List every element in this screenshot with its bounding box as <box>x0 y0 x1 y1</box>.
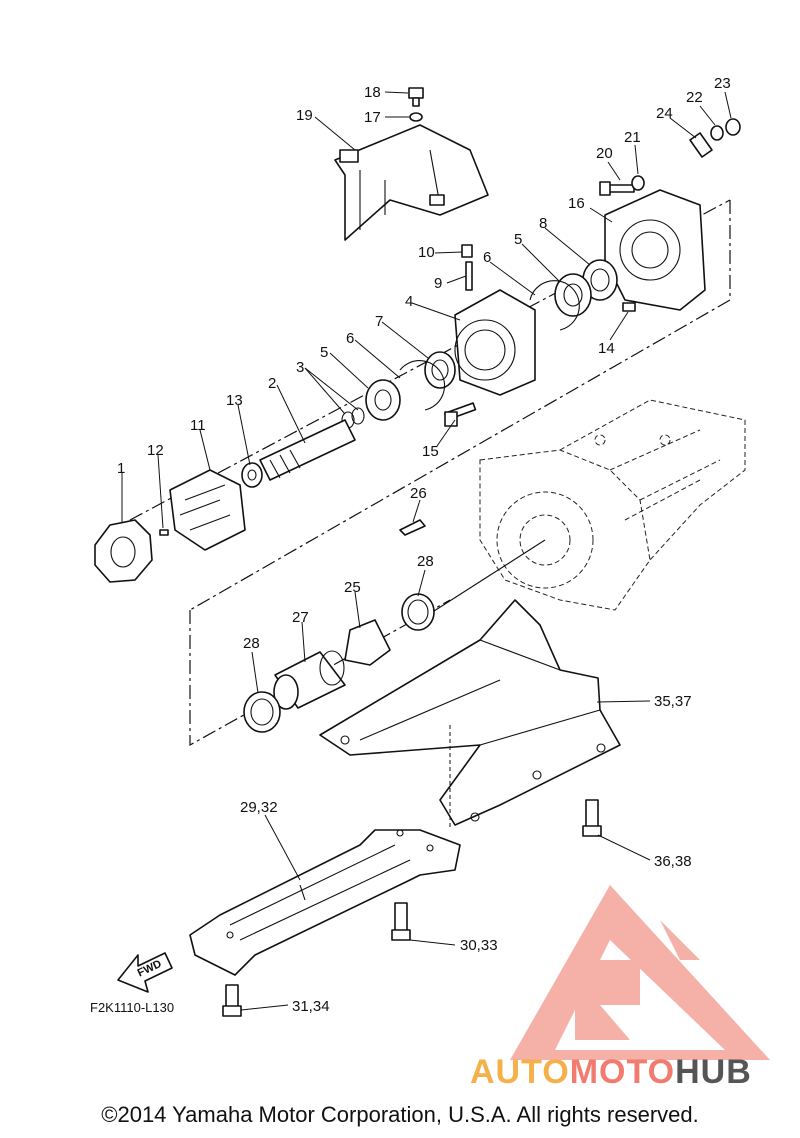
callout-labels: 18 17 19 20 21 22 23 24 16 14 8 5 6 10 9… <box>90 75 731 1015</box>
part-30-33-bolt <box>391 902 411 941</box>
part-12-pin <box>159 529 169 536</box>
watermark-wordmark: AUTOMOTOHUB <box>470 1053 752 1092</box>
callout-10: 10 <box>418 244 435 261</box>
callout-19: 19 <box>296 107 313 124</box>
part-25-seal <box>344 619 391 666</box>
part-17-washer <box>409 112 423 122</box>
part-14-pin <box>622 302 636 312</box>
part-13-washer <box>241 462 263 488</box>
callout-9: 9 <box>434 275 442 292</box>
callout-1: 1 <box>117 460 125 477</box>
part-16-housing <box>604 189 706 311</box>
part-18-bolt <box>408 87 424 107</box>
part-28-clamp-upper <box>401 593 435 631</box>
callout-12: 12 <box>147 442 164 459</box>
part-29-32-plate <box>189 829 461 976</box>
fwd-arrow-marker: FWD <box>117 952 173 993</box>
callout-18: 18 <box>364 84 381 101</box>
callout-11: 11 <box>190 417 206 434</box>
callout-17: 17 <box>364 109 381 126</box>
part-9-nipple <box>465 261 473 291</box>
part-24-clip <box>689 132 713 158</box>
callout-2: 2 <box>268 375 276 392</box>
callout-5-upper: 5 <box>514 231 522 248</box>
part-28-clamp-lower <box>243 691 281 733</box>
callout-13: 13 <box>226 392 243 409</box>
part-19-cover <box>334 124 489 241</box>
callout-20: 20 <box>596 145 613 162</box>
part-22-washer <box>710 125 724 141</box>
leader-lines <box>121 91 732 1011</box>
part-2-drive-shaft <box>259 419 356 481</box>
part-5-bearing-lower <box>365 379 401 421</box>
callout-36-38: 36,38 <box>654 853 692 870</box>
callout-22: 22 <box>686 89 703 106</box>
drawing-code: F2K1110-L130 <box>90 1000 174 1015</box>
part-6-circlip-upper <box>529 280 580 331</box>
callout-27: 27 <box>292 609 309 626</box>
callout-14: 14 <box>598 340 615 357</box>
callout-16: 16 <box>568 195 585 212</box>
callout-15: 15 <box>422 443 439 460</box>
copyright-notice: ©2014 Yamaha Motor Corporation, U.S.A. A… <box>101 1102 699 1127</box>
part-10-cap <box>461 244 473 258</box>
callout-3: 3 <box>296 359 304 376</box>
part-15-bolt <box>444 402 477 427</box>
callout-29-32: 29,32 <box>240 799 278 816</box>
wordmark-part-auto: AUTO <box>470 1053 570 1091</box>
wordmark-part-hub: HUB <box>675 1053 752 1091</box>
part-27-hose <box>273 650 346 710</box>
callout-28-lower: 28 <box>243 635 260 652</box>
callout-5-lower: 5 <box>320 344 328 361</box>
callout-21: 21 <box>624 129 641 146</box>
part-1-damper <box>94 519 153 583</box>
callout-6-lower: 6 <box>346 330 354 347</box>
part-26-screw <box>399 519 426 536</box>
callout-7: 7 <box>375 313 383 330</box>
part-11-coupling <box>169 469 246 551</box>
wordmark-part-moto: MOTO <box>569 1053 676 1091</box>
callout-28-upper: 28 <box>417 553 434 570</box>
callout-24: 24 <box>656 105 673 122</box>
callout-4: 4 <box>405 293 413 310</box>
part-6-circlip-lower <box>399 360 446 411</box>
part-35-37-bracket <box>319 599 621 830</box>
part-5-bearing-upper <box>554 273 592 317</box>
callout-30-33: 30,33 <box>460 937 498 954</box>
engine-ghost-outline <box>419 399 746 621</box>
callout-35-37: 35,37 <box>654 693 692 710</box>
callout-8: 8 <box>539 215 547 232</box>
watermark-triangle-logo <box>510 885 770 1060</box>
callout-26: 26 <box>410 485 427 502</box>
callout-6-upper: 6 <box>483 249 491 266</box>
callout-23: 23 <box>714 75 731 92</box>
part-31-34-bolt <box>222 984 242 1017</box>
part-4-bearing-housing <box>454 289 536 396</box>
callout-31-34: 31,34 <box>292 998 330 1015</box>
part-20-bolt <box>599 181 635 196</box>
part-36-38-bolt <box>582 799 602 837</box>
part-23-nut <box>725 118 741 136</box>
part-7-oil-seal <box>424 351 456 389</box>
callout-25: 25 <box>344 579 361 596</box>
part-21-washer <box>631 175 645 191</box>
